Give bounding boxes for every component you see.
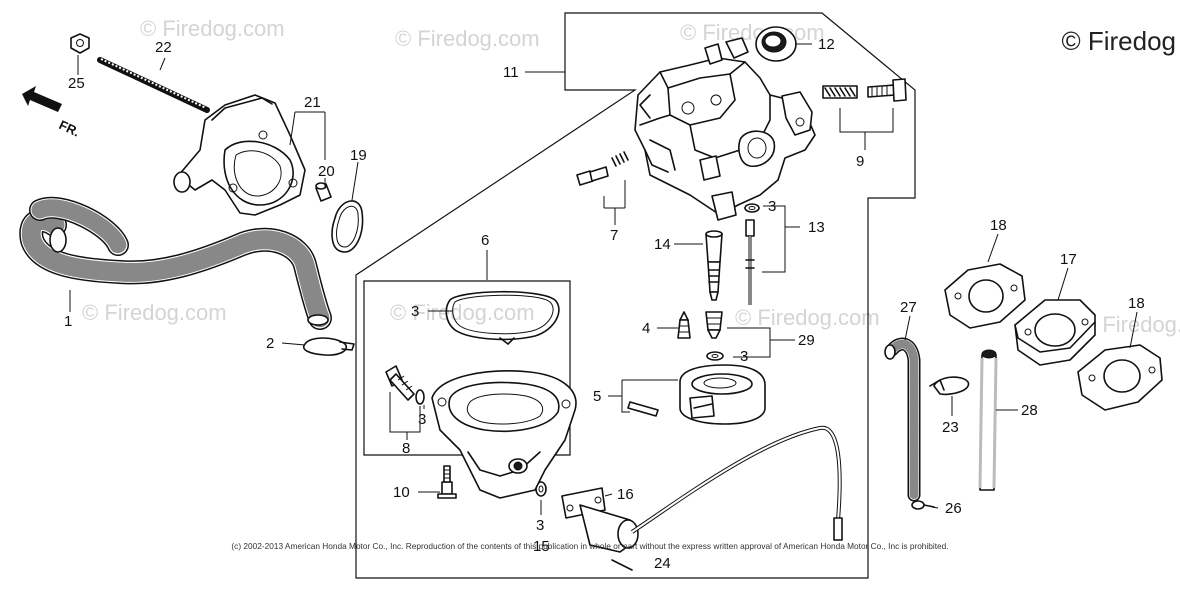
part-float-valve-icon bbox=[677, 311, 691, 339]
part-spring-screw-icon bbox=[822, 78, 907, 102]
watermark: © Firedog.com bbox=[735, 305, 880, 330]
callout-13: 13 bbox=[808, 219, 825, 236]
part-bolt-icon bbox=[437, 465, 457, 499]
callout-7: 7 bbox=[610, 227, 618, 244]
callout-3: 3 bbox=[418, 411, 426, 428]
part-drain-tube-icon bbox=[978, 349, 998, 491]
part-main-jet-icon bbox=[705, 311, 723, 339]
callout-29: 29 bbox=[798, 332, 815, 349]
part-insulator-gasket-icon bbox=[1077, 344, 1163, 411]
callout-1: 1 bbox=[64, 313, 72, 330]
copyright-notice: (c) 2002-2013 American Honda Motor Co., … bbox=[231, 541, 949, 551]
part-tube-clip-icon bbox=[929, 376, 970, 396]
carburetor-assembly-frame bbox=[355, 12, 916, 579]
callout-19: 19 bbox=[350, 147, 367, 164]
callout-18: 18 bbox=[1128, 295, 1145, 312]
callout-10: 10 bbox=[393, 484, 410, 501]
part-breather-tube-icon bbox=[884, 337, 921, 502]
part-wire-lead-icon bbox=[611, 425, 843, 571]
watermark: © Firedog.com bbox=[82, 300, 227, 325]
callout-23: 23 bbox=[942, 419, 959, 436]
watermark: © Firedog.com bbox=[390, 300, 535, 325]
float-bowl-frame bbox=[363, 280, 571, 456]
part-pilot-screw-icon bbox=[576, 151, 629, 186]
callout-2: 2 bbox=[266, 335, 274, 352]
part-hose-icon bbox=[19, 196, 332, 330]
part-jet-holder-icon bbox=[705, 230, 723, 301]
part-hose-clip-icon bbox=[303, 337, 355, 356]
callout-3: 3 bbox=[768, 198, 776, 215]
callout-24: 24 bbox=[654, 555, 671, 572]
part-gasket-icon bbox=[331, 200, 364, 253]
leader-lines bbox=[69, 43, 1138, 515]
callout-22: 22 bbox=[155, 39, 172, 56]
callout-18: 18 bbox=[990, 217, 1007, 234]
brand-logo: © Firedog bbox=[1061, 26, 1176, 56]
callout-9: 9 bbox=[856, 153, 864, 170]
callout-17: 17 bbox=[1060, 251, 1077, 268]
part-insulator-icon bbox=[1014, 299, 1096, 366]
part-o-ring-icon bbox=[535, 481, 547, 497]
callout-8: 8 bbox=[402, 440, 410, 457]
callout-21: 21 bbox=[304, 94, 321, 111]
part-main-nozzle-icon bbox=[745, 219, 755, 305]
callout-28: 28 bbox=[1021, 402, 1038, 419]
part-o-ring-icon bbox=[744, 203, 760, 213]
part-float-icon bbox=[627, 364, 766, 425]
watermark: © Firedog.com bbox=[395, 26, 540, 51]
part-insulator-gasket-icon bbox=[944, 263, 1026, 329]
direction-label: FR. bbox=[57, 117, 82, 139]
part-drain-screw-icon bbox=[385, 365, 415, 401]
callout-3: 3 bbox=[740, 348, 748, 365]
part-o-ring-icon bbox=[706, 351, 724, 361]
part-fuel-cut-solenoid-icon bbox=[561, 487, 639, 553]
watermark: © Firedog.com bbox=[680, 20, 825, 45]
part-tube-clip-icon bbox=[911, 500, 935, 510]
callout-20: 20 bbox=[318, 163, 335, 180]
part-dowel-pin-icon bbox=[315, 182, 332, 202]
part-seal-ring-icon bbox=[755, 26, 797, 62]
part-carburetor-body-icon bbox=[634, 37, 816, 221]
callout-3: 3 bbox=[411, 303, 419, 320]
callout-27: 27 bbox=[900, 299, 917, 316]
part-bowl-gasket-icon bbox=[445, 290, 560, 345]
callout-16: 16 bbox=[617, 486, 634, 503]
part-nut-icon bbox=[70, 33, 90, 54]
callout-26: 26 bbox=[945, 500, 962, 517]
callout-14: 14 bbox=[654, 236, 671, 253]
part-float-bowl-icon bbox=[431, 370, 577, 499]
part-stud-bolt-icon bbox=[97, 57, 210, 113]
part-intake-elbow-icon bbox=[173, 94, 306, 216]
callout-3: 3 bbox=[536, 517, 544, 534]
callout-15: 15 bbox=[533, 538, 550, 555]
front-direction-arrow-icon: FR. bbox=[22, 86, 82, 140]
callout-labels: 25 22 21 20 19 1 2 11 12 9 7 3 13 14 4 2… bbox=[64, 36, 1145, 572]
callout-12: 12 bbox=[818, 36, 835, 53]
callout-5: 5 bbox=[593, 388, 601, 405]
callout-25: 25 bbox=[68, 75, 85, 92]
watermark: © Firedog.com bbox=[140, 16, 285, 41]
callout-11: 11 bbox=[503, 64, 519, 81]
callout-4: 4 bbox=[642, 320, 650, 337]
part-o-ring-icon bbox=[415, 389, 425, 405]
watermark: © Firedog.com bbox=[1080, 312, 1180, 337]
callout-6: 6 bbox=[481, 232, 489, 249]
